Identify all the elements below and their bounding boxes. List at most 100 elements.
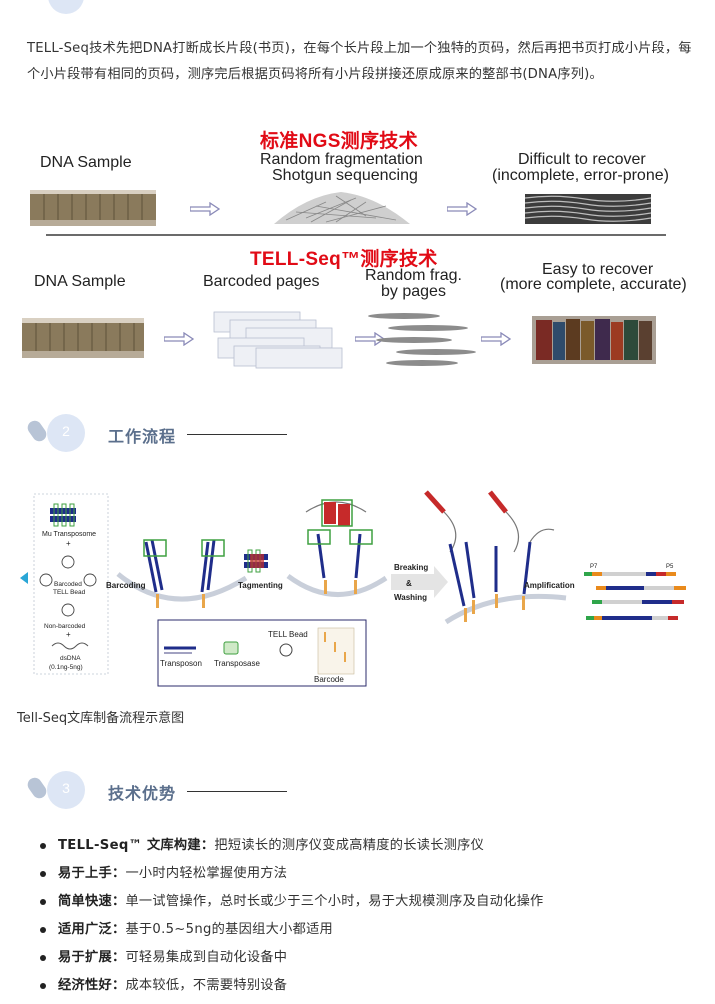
step-amplification-label: Amplification (524, 581, 575, 590)
advantage-value: 一小时内轻松掌握使用方法 (125, 866, 288, 881)
section-3-header: 3 技术优势 (24, 771, 330, 811)
advantage-value: 可轻易集成到自动化设备中 (125, 950, 288, 965)
arrow-right-icon (164, 332, 194, 346)
barcoded-bead-label-1: Barcoded (54, 581, 82, 588)
plus-sign: + (66, 539, 71, 548)
bullet-icon (40, 955, 46, 961)
arrow-right-icon (355, 332, 385, 346)
advantage-key: 易于扩展： (58, 950, 126, 965)
bookshelf-image (532, 316, 656, 364)
advantage-value: 成本较低，不需要特别设备 (125, 978, 288, 993)
reagent-panel (33, 493, 109, 675)
transposase-legend-icon (223, 641, 239, 655)
section-1-circle (48, 0, 84, 14)
transposon-legend-icon (164, 646, 196, 654)
shredded-paper-image (274, 192, 410, 224)
section-title-underline (187, 434, 287, 435)
section-tag-icon (24, 774, 50, 802)
amplified-fragments (584, 572, 686, 620)
mu-transposome-icon (50, 503, 76, 527)
ngs-recover-line1: Difficult to recover (518, 151, 646, 168)
non-barcoded-bead-icon (61, 603, 75, 617)
step-tagmenting-label: Tagmenting (238, 581, 283, 590)
divider-line (46, 234, 666, 236)
arrow-right-icon (481, 332, 511, 346)
bullet-icon (40, 983, 46, 989)
section-title: 工作流程 (108, 427, 177, 446)
advantage-value: 单一试管操作，总时长或少于三个小时，易于大规模测序及自动化操作 (125, 894, 544, 909)
bullet-icon (40, 927, 46, 933)
ngs-title: 标准NGS测序技术 (260, 131, 418, 152)
legend-bead-label: TELL Bead (268, 630, 308, 639)
ngs-frag-line1: Random fragmentation (260, 151, 423, 168)
intro-paragraph: TELL-Seq技术先把DNA打断成长片段(书页)，在每个长片段上加一个独特的页… (27, 41, 692, 82)
ngs-sample-label: DNA Sample (40, 154, 132, 171)
list-item: 易于上手：一小时内轻松掌握使用方法 (38, 860, 698, 888)
step-barcoding-label: Barcoding (106, 581, 146, 590)
step-breaking-label-2: & (406, 579, 412, 588)
advantage-key: 经济性好： (58, 978, 126, 993)
step-breaking-label-1: Breaking (394, 563, 428, 572)
section-title-underline (187, 791, 287, 792)
section-tag-icon (24, 417, 50, 445)
barcoded-bead-label-2: TELL Bead (53, 589, 86, 596)
tell-recover-line1: Easy to recover (542, 261, 654, 278)
scrambled-strips-image (525, 194, 651, 224)
section-number: 3 (62, 780, 70, 796)
legend-transposon-label: Transposon (160, 659, 202, 668)
tell-title: TELL-Seq™测序技术 (250, 249, 438, 270)
p7-label: P7 (590, 564, 598, 570)
tell-barcode-label: Barcoded pages (203, 273, 320, 290)
tagmenting-complex-icon (244, 549, 268, 573)
non-barcoded-label: Non-barcoded (44, 623, 86, 630)
advantages-list: TELL-Seq™ 文库构建：把短读长的测序仪变成高精度的长读长测序仪 易于上手… (38, 832, 698, 1000)
comparison-figure: 标准NGS测序技术 DNA Sample Random fragmentatio… (20, 122, 700, 372)
list-item: 适用广泛：基于0.5~5ng的基因组大小都适用 (38, 916, 698, 944)
dsdna-amount-label: (0.1ng-5ng) (49, 664, 83, 671)
section-number: 2 (62, 423, 70, 439)
arrow-right-icon (190, 202, 220, 216)
tell-bead-legend-icon (279, 643, 293, 657)
bullet-icon (40, 899, 46, 905)
figure-caption: Tell-Seq文库制备流程示意图 (17, 711, 185, 726)
advantage-key: 易于上手： (58, 866, 126, 881)
p5-label: P5 (666, 564, 674, 570)
advantage-key: 简单快速： (58, 894, 126, 909)
ngs-recover-line2: (incomplete, error-prone) (492, 167, 669, 184)
list-item: 易于扩展：可轻易集成到自动化设备中 (38, 944, 698, 972)
panel-pointer-icon (20, 572, 28, 584)
workflow-diagram: Mu Transposome + Barcoded TELL Bead Non-… (20, 490, 686, 687)
list-item: 简单快速：单一试管操作，总时长或少于三个小时，易于大规模测序及自动化操作 (38, 888, 698, 916)
mu-transposome-label: Mu Transposome (42, 531, 96, 538)
section-title: 技术优势 (108, 784, 177, 803)
step-breaking-label-3: Washing (394, 593, 427, 602)
list-item: TELL-Seq™ 文库构建：把短读长的测序仪变成高精度的长读长测序仪 (38, 832, 698, 860)
legend-transposase-label: Transposase (214, 659, 261, 668)
section-number-circle (47, 414, 85, 452)
ngs-frag-line2: Shotgun sequencing (272, 167, 418, 184)
advantage-key: TELL-Seq™ 文库构建： (58, 838, 215, 853)
advantage-value: 把短读长的测序仪变成高精度的长读长测序仪 (214, 838, 485, 853)
advantage-value: 基于0.5~5ng的基因组大小都适用 (125, 922, 334, 937)
tell-frag-line1: Random frag. (365, 267, 462, 284)
barcoded-bead-icon (39, 555, 97, 587)
legend-barcode-label: Barcode (314, 675, 344, 684)
plus-sign: + (66, 630, 71, 639)
book-image (30, 190, 156, 226)
arrow-right-icon (447, 202, 477, 216)
advantage-key: 适用广泛： (58, 922, 126, 937)
book-image (22, 318, 144, 358)
dsdna-label: dsDNA (60, 655, 81, 662)
tell-frag-line2: by pages (381, 283, 446, 300)
tell-recover-line2: (more complete, accurate) (500, 276, 687, 293)
bullet-icon (40, 843, 46, 849)
list-item: 经济性好：成本较低，不需要特别设备 (38, 972, 698, 1000)
bead-strands-1 (143, 539, 225, 608)
fragments-image (368, 313, 476, 366)
barcoded-pages-image (213, 311, 343, 369)
bullet-icon (40, 871, 46, 877)
section-2-header: 2 工作流程 (24, 414, 330, 454)
section-number-circle (47, 771, 85, 809)
dsdna-icon (51, 642, 89, 650)
tell-sample-label: DNA Sample (34, 273, 126, 290)
